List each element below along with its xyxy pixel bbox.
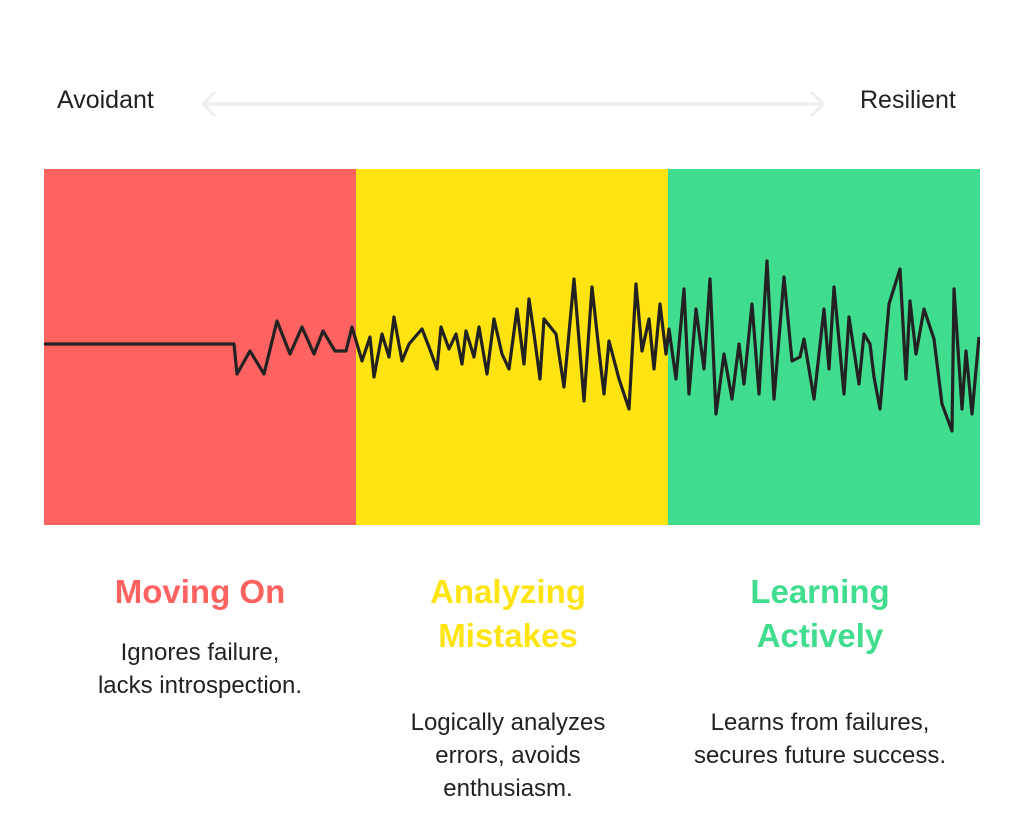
- axis-label-avoidant: Avoidant: [57, 86, 154, 114]
- double-arrow-icon: [200, 90, 826, 118]
- stage-title: Learning Actively: [750, 573, 890, 654]
- stage-title: Moving On: [114, 573, 286, 610]
- axis-label-resilient: Resilient: [860, 86, 956, 114]
- signal-waveform: [44, 259, 980, 433]
- stage-learning-actively: Learning Actively Learns from failures, …: [670, 570, 970, 772]
- zone-green: [668, 169, 980, 525]
- stage-description: Ignores failure, lacks introspection.: [97, 639, 303, 699]
- signal-panel: [44, 169, 980, 525]
- stage-moving-on: Moving On Ignores failure, lacks introsp…: [50, 570, 350, 702]
- stage-analyzing-mistakes: Analyzing Mistakes Logically analyzes er…: [358, 570, 658, 805]
- stage-description: Learns from failures, secures future suc…: [693, 709, 947, 769]
- stage-description: Logically analyzes errors, avoids enthus…: [410, 709, 606, 802]
- zone-red: [44, 169, 356, 525]
- stage-title: Analyzing Mistakes: [430, 573, 586, 654]
